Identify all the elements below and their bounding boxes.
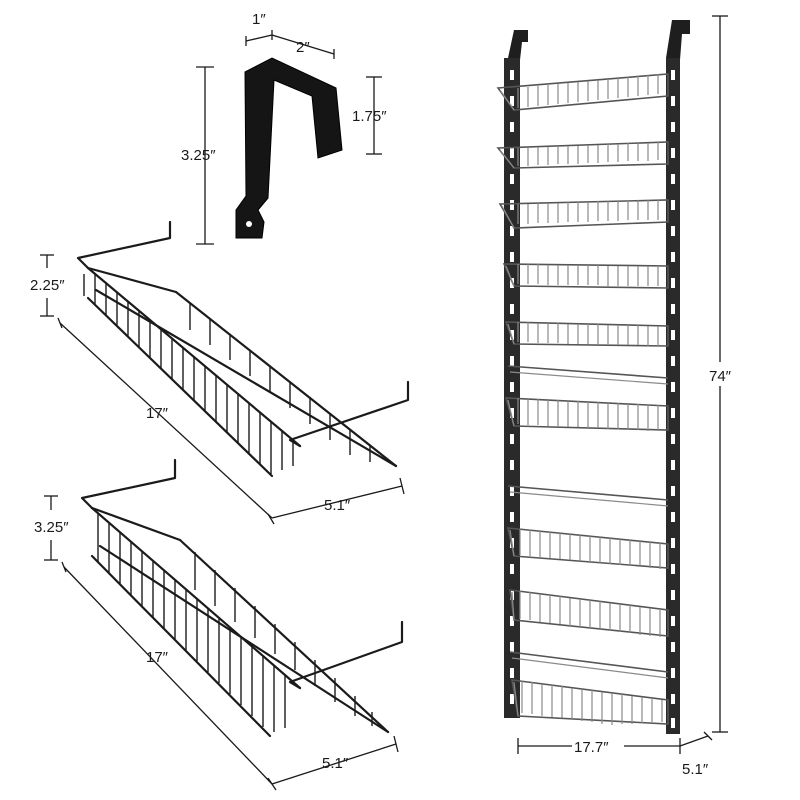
- rack-shelf: [511, 679, 669, 725]
- rack-depth-label: 5.1″: [682, 761, 709, 778]
- hook-width-dimension: 1″ 2″: [245, 11, 335, 59]
- door-rack: [496, 20, 690, 734]
- hook-inner-height-dimension: 1.75″: [352, 76, 387, 155]
- basket-large-height-dimension: 3.25″: [34, 495, 69, 561]
- rack-hook-right: [666, 20, 690, 60]
- basket-large-height-label: 3.25″: [34, 519, 69, 536]
- rack-shelves: [496, 73, 669, 725]
- basket-small-depth-label: 5.1″: [324, 497, 351, 514]
- rack-shelf: [496, 141, 669, 169]
- basket-small-height-label: 2.25″: [30, 277, 65, 294]
- hook-height-total-label: 3.25″: [181, 147, 216, 164]
- basket-small: [76, 220, 410, 478]
- door-hook: [235, 57, 343, 239]
- basket-small-length-dimension: 17″: [57, 317, 275, 525]
- rack-width-dimension: 17.7″: [517, 736, 681, 758]
- door-hook-shape: [235, 57, 343, 239]
- rack-shelf: [507, 485, 669, 507]
- rack-hook-left: [508, 30, 528, 60]
- basket-small-length-label: 17″: [146, 405, 169, 422]
- hook-width-a-label: 1″: [252, 11, 266, 28]
- basket-small-wires: [94, 274, 371, 474]
- rack-shelf: [507, 365, 669, 385]
- basket-large-depth-label: 5.1″: [322, 755, 349, 772]
- basket-large-length-dimension: 17″: [61, 561, 277, 791]
- rack-shelf: [504, 321, 669, 347]
- rack-rail-right: [666, 58, 680, 734]
- rack-shelf: [498, 199, 669, 229]
- hook-screw-hole: [246, 221, 252, 227]
- basket-large: [80, 458, 404, 738]
- rack-height-dimension: 74″: [708, 15, 736, 733]
- rack-depth-dimension: 5.1″: [679, 731, 713, 778]
- hook-width-b-label: 2″: [296, 39, 310, 56]
- basket-large-length-label: 17″: [146, 649, 169, 666]
- rack-shelf: [506, 527, 669, 569]
- rack-shelf: [509, 651, 669, 679]
- rack-shelf: [504, 397, 669, 431]
- hook-height-dimension: 3.25″: [181, 66, 216, 245]
- hook-inner-height-label: 1.75″: [352, 108, 387, 125]
- rack-width-label: 17.7″: [574, 739, 609, 756]
- basket-small-depth-dimension: 5.1″: [271, 477, 405, 519]
- rack-shelf: [502, 263, 669, 289]
- rack-shelf: [496, 73, 669, 111]
- basket-large-depth-dimension: 5.1″: [271, 735, 399, 785]
- basket-large-wires: [97, 514, 373, 732]
- rack-shelf: [509, 589, 669, 637]
- rack-height-label: 74″: [709, 368, 732, 385]
- basket-small-height-dimension: 2.25″: [30, 254, 65, 317]
